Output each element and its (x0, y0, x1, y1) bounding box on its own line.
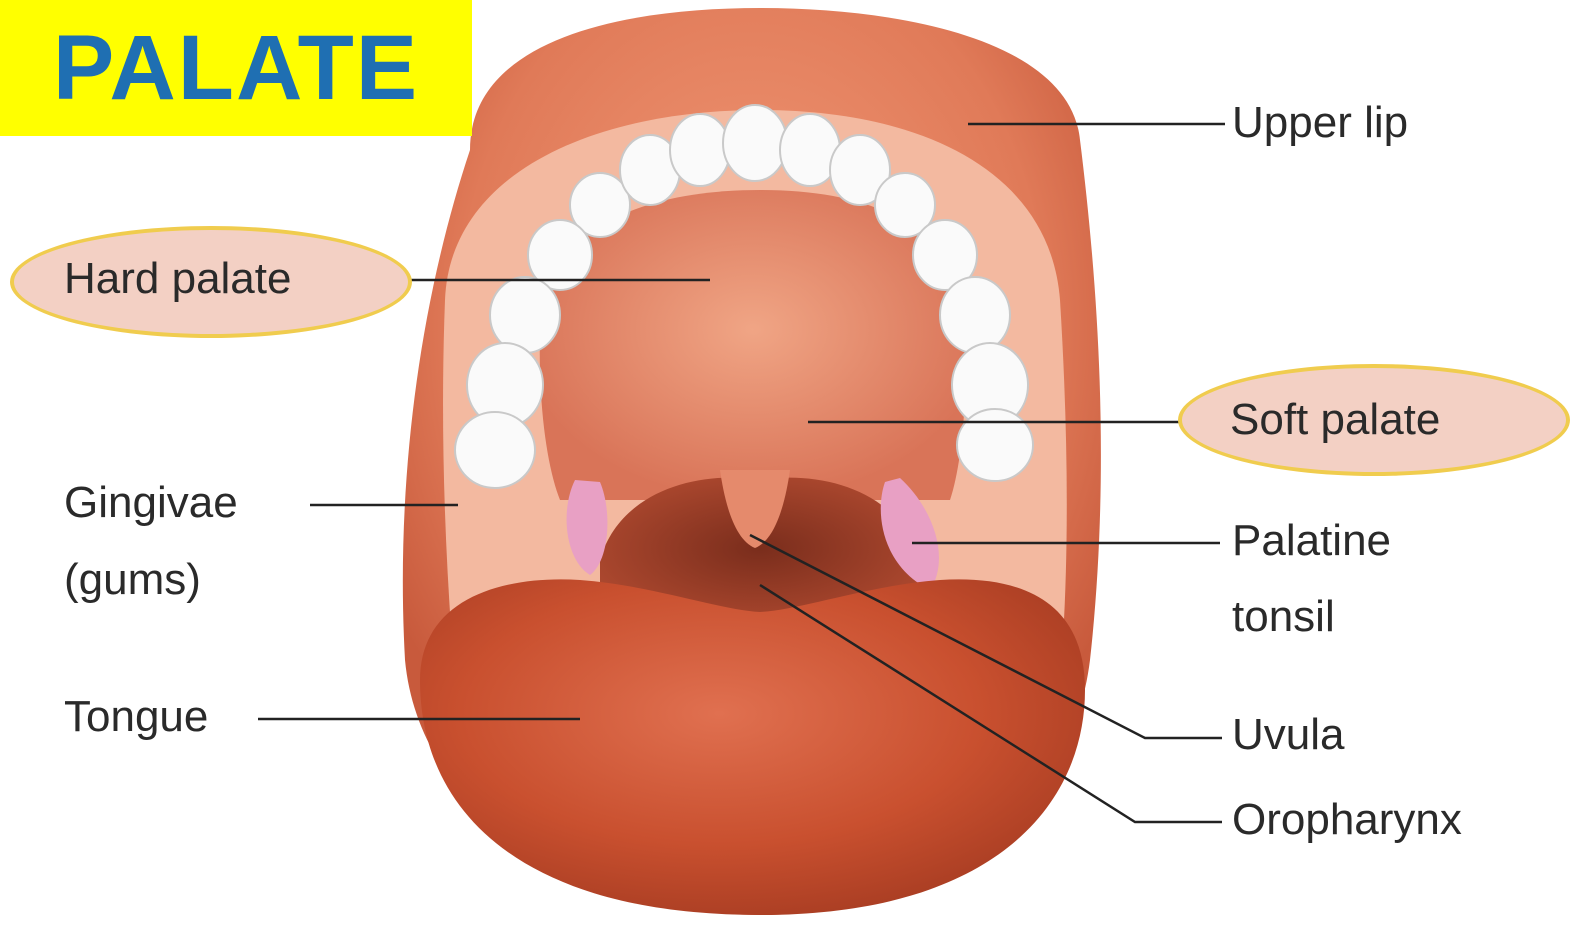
diagram-title: PALATE (53, 16, 419, 121)
label-hard-palate: Hard palate (64, 254, 291, 304)
title-box: PALATE (0, 0, 472, 136)
label-soft-palate: Soft palate (1230, 395, 1440, 445)
label-gums: (gums) (64, 555, 201, 605)
label-gingivae: Gingivae (64, 478, 238, 528)
tongue-shape (420, 579, 1085, 915)
label-upper-lip: Upper lip (1232, 98, 1408, 148)
label-tonsil: tonsil (1232, 592, 1335, 642)
label-tongue: Tongue (64, 692, 208, 742)
label-oropharynx: Oropharynx (1232, 795, 1462, 845)
label-uvula: Uvula (1232, 710, 1345, 760)
label-palatine: Palatine (1232, 516, 1391, 566)
